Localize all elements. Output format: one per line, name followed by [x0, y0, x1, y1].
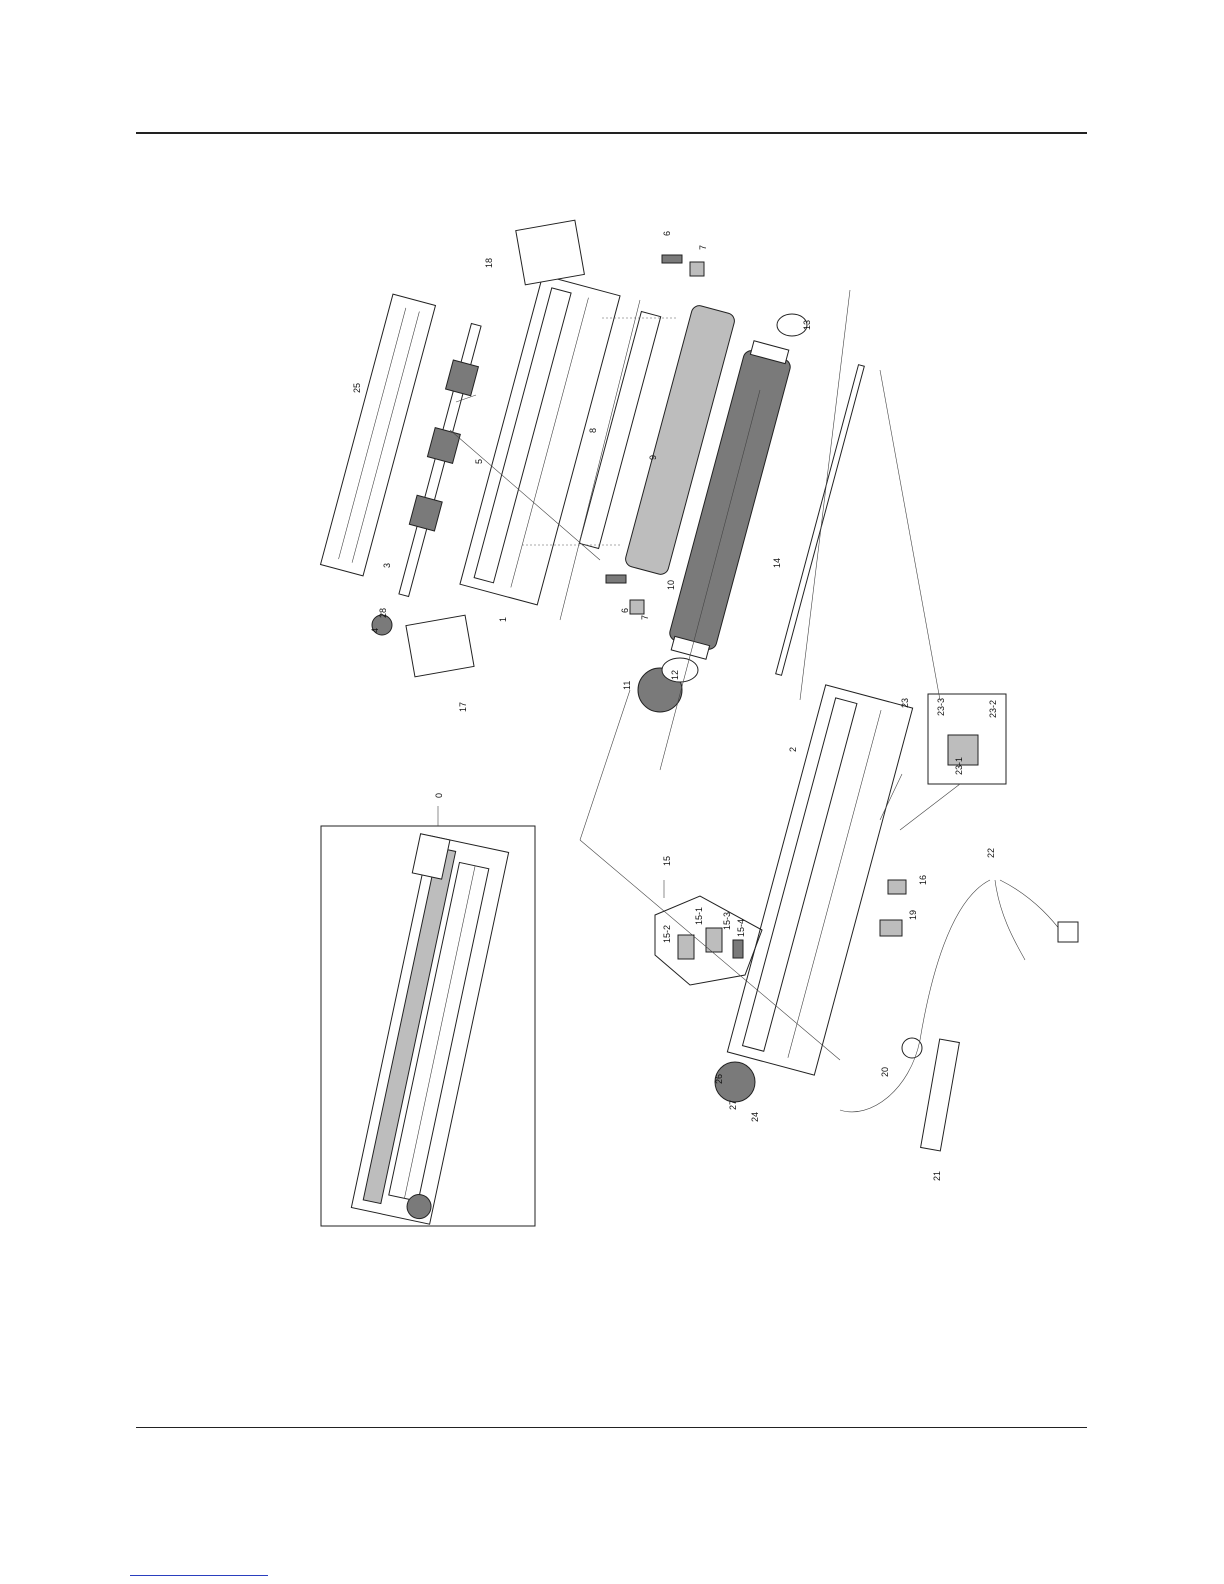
part-6-spring: [662, 255, 682, 263]
callout-22: 22: [986, 848, 996, 858]
part-6-spring-lower: [606, 575, 626, 583]
callout-3: 3: [382, 563, 392, 568]
callout-15-4: 15-4: [736, 919, 746, 937]
callout-23-2: 23-2: [988, 700, 998, 718]
assembly-view-0: [321, 826, 535, 1226]
callout-7-lower: 7: [640, 615, 650, 620]
part-15-4: [733, 940, 743, 958]
callout-19: 19: [908, 910, 918, 920]
callout-4: 4: [370, 628, 380, 633]
callout-15-2: 15-2: [662, 925, 672, 943]
callout-14: 14: [772, 558, 782, 568]
callout-20: 20: [880, 1067, 890, 1077]
callout-12: 12: [670, 670, 680, 680]
callout-2: 2: [788, 747, 798, 752]
part-20-thermostat: [902, 1038, 922, 1058]
callout-24: 24: [750, 1112, 760, 1122]
callout-25: 25: [352, 383, 362, 393]
callout-6-lower: 6: [620, 608, 630, 613]
part-19-thermistor: [880, 920, 902, 936]
callout-1: 1: [498, 617, 508, 622]
callout-15-1: 15-1: [694, 907, 704, 925]
callout-6-top: 6: [662, 231, 672, 236]
lower-frame: [727, 685, 912, 1075]
part-18-cover: [516, 220, 585, 285]
callout-16: 16: [918, 875, 928, 885]
callout-27: 27: [728, 1100, 738, 1110]
part-17-cover: [406, 615, 474, 677]
part-7-block-lower: [630, 600, 644, 614]
callout-18: 18: [484, 258, 494, 268]
part-15-2: [678, 935, 694, 959]
callout-15: 15: [662, 856, 672, 866]
callout-10: 10: [666, 580, 676, 590]
callout-23-1: 23-1: [954, 757, 964, 775]
part-12-ring: [662, 658, 698, 682]
callout-11: 11: [622, 681, 632, 690]
part-22-connector: [1058, 922, 1078, 942]
callout-23-3: 23-3: [936, 698, 946, 716]
callout-5: 5: [474, 459, 484, 464]
callout-7-top: 7: [698, 245, 708, 250]
callout-8: 8: [588, 428, 598, 433]
callout-13: 13: [802, 320, 812, 330]
part-1-frame: [460, 275, 620, 605]
callout-15-3: 15-3: [722, 912, 732, 930]
part-21-bracket: [921, 1039, 960, 1151]
callout-26: 26: [714, 1074, 724, 1084]
callout-28: 28: [378, 608, 388, 618]
callout-0: 0: [434, 793, 444, 798]
callout-23: 23: [900, 698, 910, 708]
part-7-block: [690, 262, 704, 276]
part-22-harness: [840, 880, 1068, 1112]
callout-9: 9: [648, 455, 658, 460]
part-16-clip: [888, 880, 906, 894]
callout-21: 21: [932, 1171, 942, 1181]
part-14-rod: [776, 365, 865, 676]
callout-17: 17: [458, 702, 468, 712]
